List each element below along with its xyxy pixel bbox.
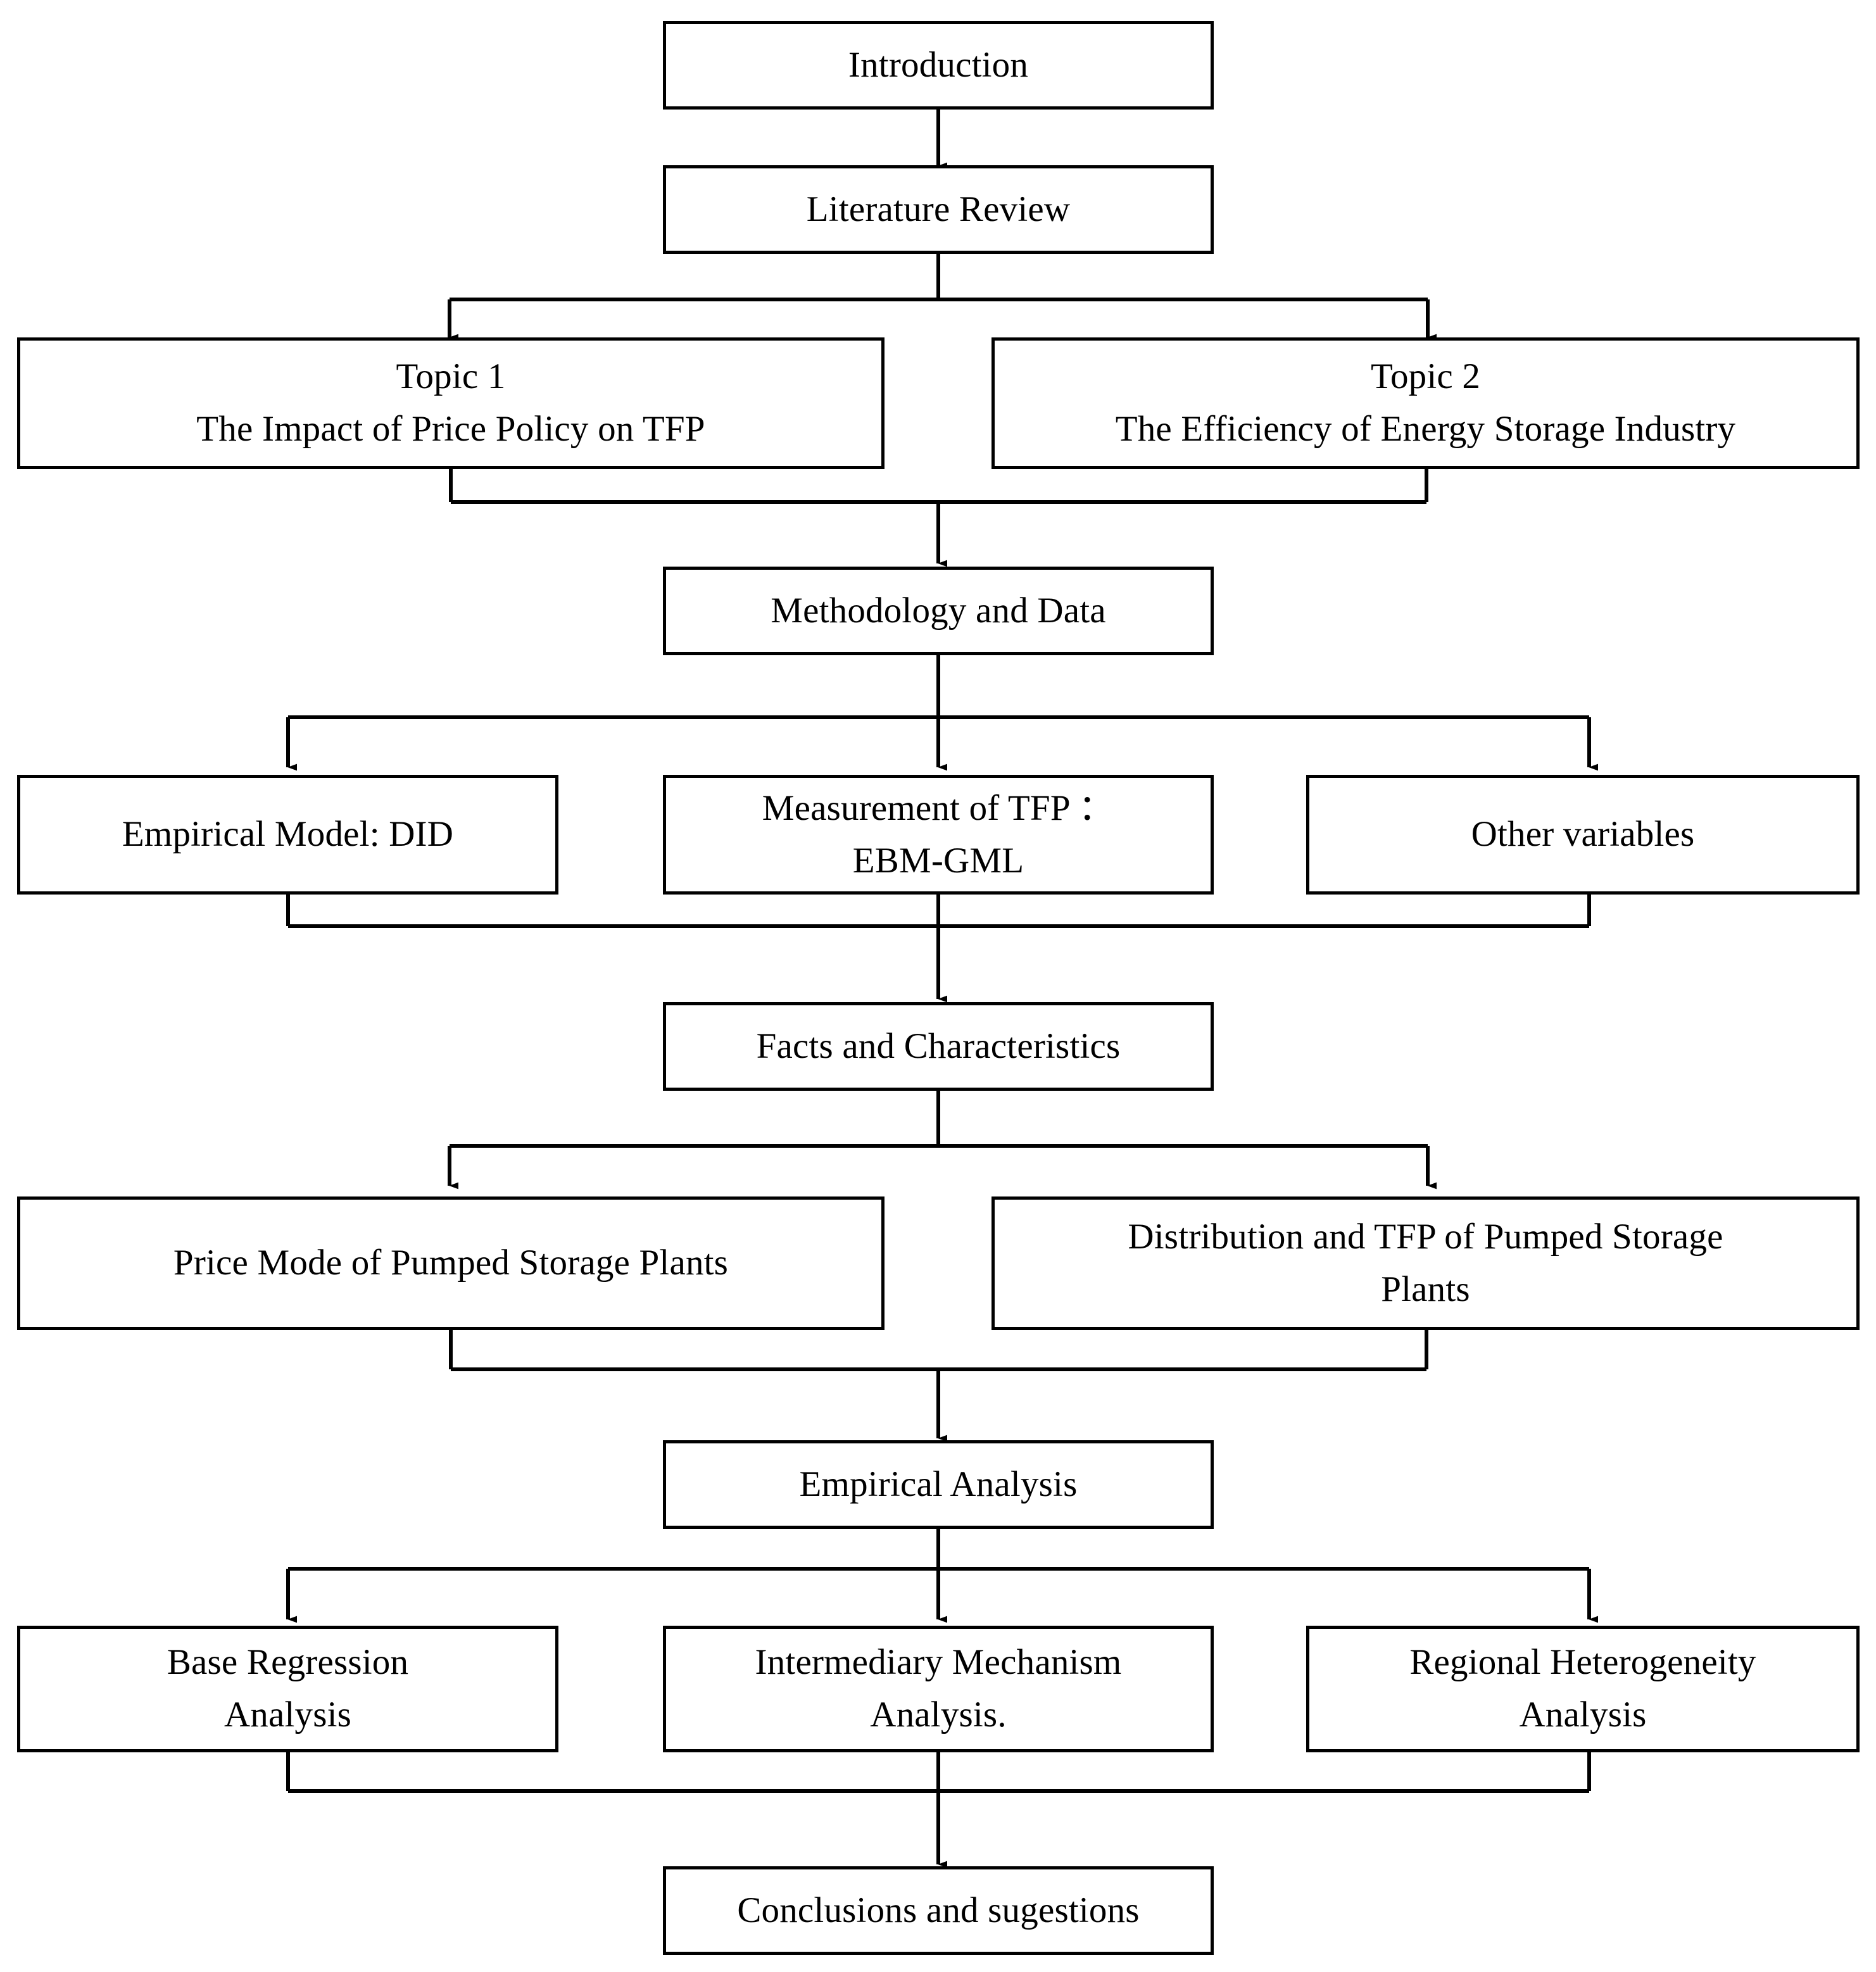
node-base-regression-line-2: Analysis	[223, 1695, 352, 1735]
node-introduction[interactable]: Introduction	[663, 21, 1214, 110]
node-facts-and-characteristics[interactable]: Facts and Characteristics	[663, 1002, 1214, 1091]
node-regional-line-1: Regional Heterogeneity	[1409, 1642, 1756, 1683]
node-methodology-line-1: Methodology and Data	[771, 590, 1106, 631]
node-measurement-line-2: EBM-GML	[852, 840, 1024, 881]
node-price-mode[interactable]: Price Mode of Pumped Storage Plants	[17, 1196, 884, 1330]
node-empirical-model-did[interactable]: Empirical Model: DID	[17, 775, 558, 895]
node-introduction-line-1: Introduction	[848, 44, 1029, 85]
node-literature-review-line-1: Literature Review	[806, 189, 1071, 229]
node-topic-1-line-2: The Impact of Price Policy on TFP	[196, 409, 705, 449]
node-regional-line-2: Analysis	[1519, 1695, 1647, 1735]
node-measurement-of-tfp[interactable]: Measurement of TFP ： EBM-GML	[663, 775, 1214, 895]
node-intermediary-mechanism-analysis[interactable]: Intermediary Mechanism Analysis.	[663, 1626, 1214, 1752]
node-distribution-and-tfp[interactable]: Distribution and TFP of Pumped Storage P…	[992, 1196, 1860, 1330]
node-regional-heterogeneity-analysis[interactable]: Regional Heterogeneity Analysis	[1306, 1626, 1860, 1752]
node-intermediary-line-2: Analysis.	[870, 1695, 1007, 1735]
node-conclusions-and-suggestions[interactable]: Conclusions and sugestions	[663, 1866, 1214, 1955]
node-literature-review[interactable]: Literature Review	[663, 165, 1214, 254]
node-conclusions-line-1: Conclusions and sugestions	[737, 1890, 1140, 1930]
node-base-regression-analysis[interactable]: Base Regression Analysis	[17, 1626, 558, 1752]
node-empirical-analysis-line-1: Empirical Analysis	[799, 1464, 1078, 1504]
node-measurement-line-1: Measurement of TFP ：	[762, 788, 1115, 828]
node-empirical-model-line-1: Empirical Model: DID	[122, 814, 454, 855]
node-topic-1[interactable]: Topic 1 The Impact of Price Policy on TF…	[17, 337, 884, 469]
node-topic-2[interactable]: Topic 2 The Efficiency of Energy Storage…	[992, 337, 1860, 469]
node-distribution-line-1: Distribution and TFP of Pumped Storage	[1128, 1216, 1723, 1257]
node-other-variables[interactable]: Other variables	[1306, 775, 1860, 895]
node-topic-1-line-1: Topic 1	[396, 356, 506, 397]
node-other-variables-line-1: Other variables	[1471, 814, 1695, 855]
node-base-regression-line-1: Base Regression	[167, 1642, 409, 1683]
node-distribution-line-2: Plants	[1381, 1269, 1470, 1309]
node-topic-2-line-2: The Efficiency of Energy Storage Industr…	[1115, 409, 1736, 449]
node-facts-line-1: Facts and Characteristics	[756, 1026, 1121, 1066]
node-topic-2-line-1: Topic 2	[1370, 356, 1481, 397]
node-empirical-analysis[interactable]: Empirical Analysis	[663, 1440, 1214, 1529]
node-methodology-and-data[interactable]: Methodology and Data	[663, 567, 1214, 655]
node-price-mode-line-1: Price Mode of Pumped Storage Plants	[173, 1243, 729, 1283]
node-intermediary-line-1: Intermediary Mechanism	[755, 1642, 1122, 1683]
